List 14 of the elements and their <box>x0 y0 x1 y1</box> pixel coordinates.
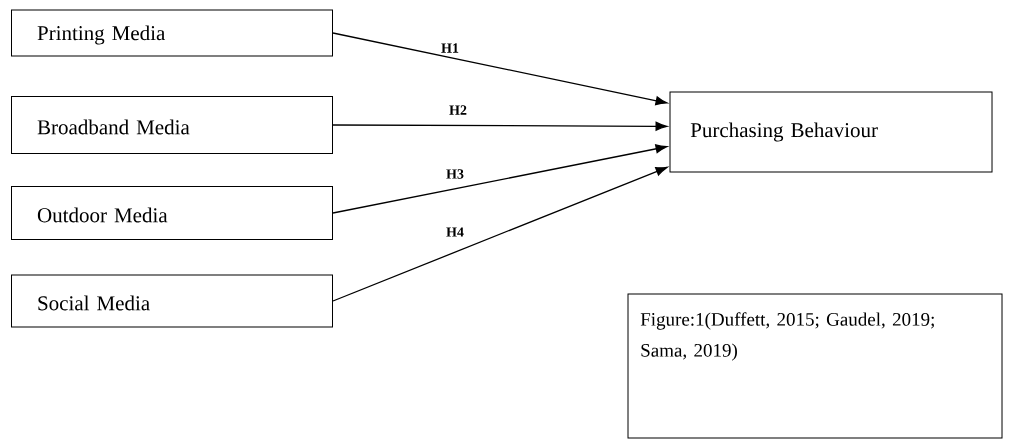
variable-box: Printing Media <box>11 9 333 57</box>
variable-box: Outdoor Media <box>11 186 333 240</box>
variable-box: Broadband Media <box>11 96 333 154</box>
arrow <box>332 32 668 106</box>
edge-label: H1 <box>440 42 460 54</box>
arrow <box>332 144 668 214</box>
arrow <box>332 121 668 131</box>
edge-label: H4 <box>445 226 465 238</box>
variable-box: Social Media <box>11 274 333 328</box>
arrow <box>332 166 668 302</box>
edge-label: H2 <box>448 104 468 116</box>
citation-box: Figure:1(Duffett, 2015; Gaudel, 2019; Sama, 2019) <box>627 293 1003 439</box>
outcome-box: Purchasing Behaviour <box>669 91 993 173</box>
edge-label: H3 <box>445 168 465 180</box>
